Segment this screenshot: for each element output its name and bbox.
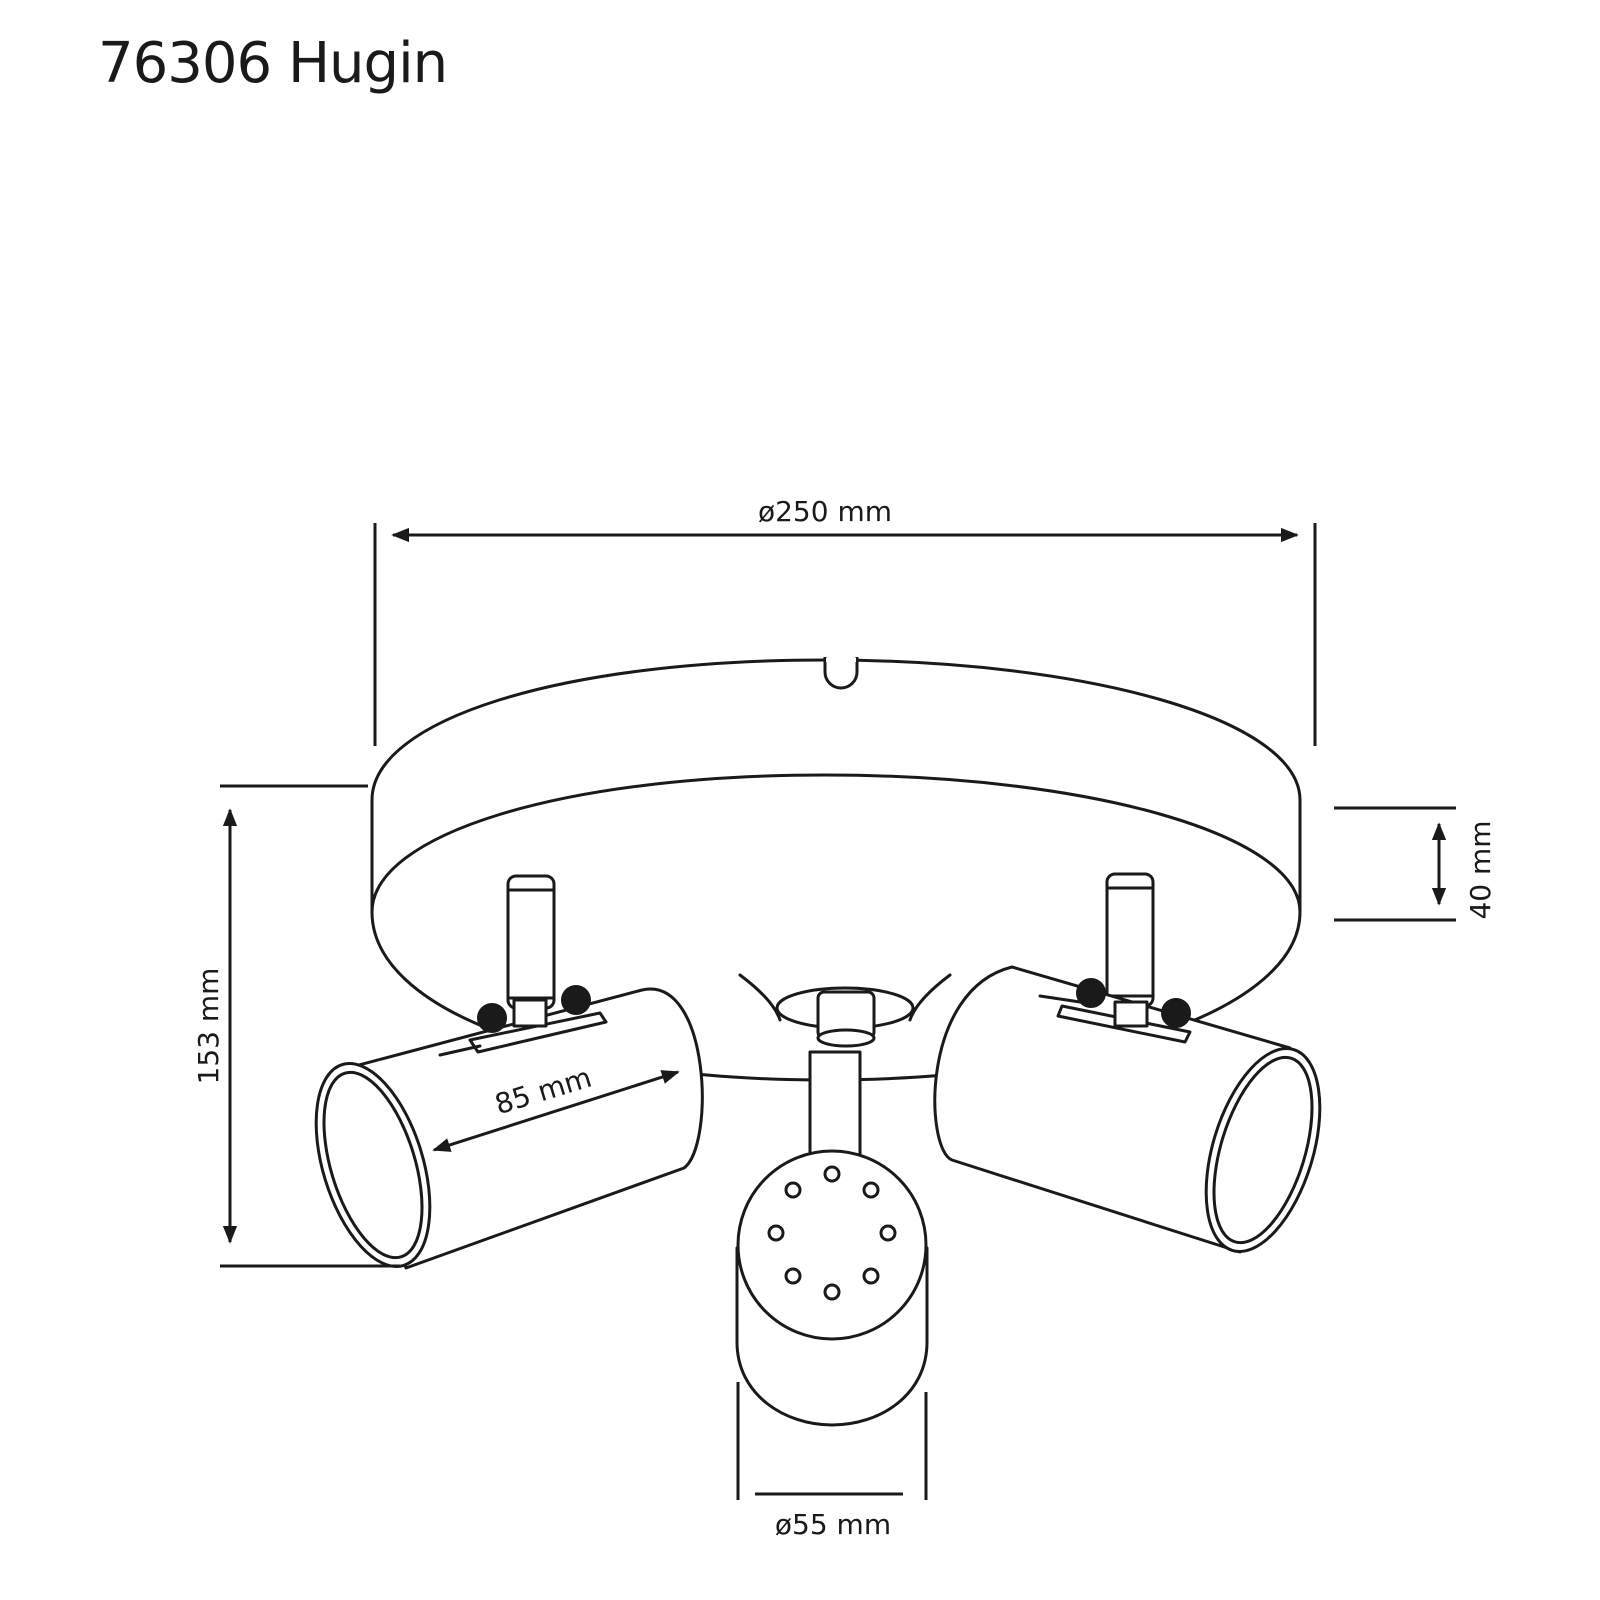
vent-holes <box>767 1165 897 1301</box>
total-height-label: 153 mm <box>192 968 225 1085</box>
dimension-diameter-55 <box>736 1382 928 1500</box>
mounting-notch <box>823 657 859 690</box>
center-spot <box>735 973 952 1427</box>
base-height-label: 40 mm <box>1464 820 1497 919</box>
right-spot <box>933 872 1322 1254</box>
base-diameter-label: ø250 mm <box>758 495 892 528</box>
spot-diameter-label: ø55 mm <box>775 1508 891 1541</box>
dimension-length-85 <box>432 1070 680 1152</box>
dimension-height-153 <box>220 784 400 1268</box>
dimension-diameter-250 <box>373 523 1317 746</box>
adjustment-knob <box>1161 998 1191 1028</box>
page-title: 76306 Hugin <box>98 31 448 96</box>
adjustment-knob <box>561 985 591 1015</box>
adjustment-knob <box>477 1003 507 1033</box>
adjustment-knob <box>1076 978 1106 1008</box>
dimension-height-40 <box>1334 806 1456 922</box>
